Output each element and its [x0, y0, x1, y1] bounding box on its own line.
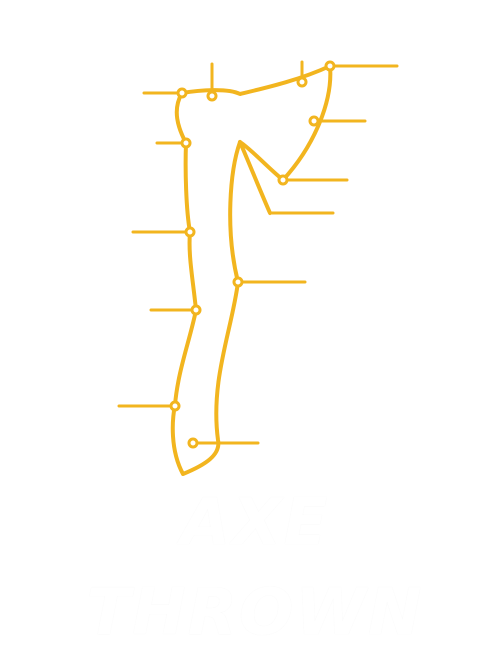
callout-dot-5: [308, 115, 320, 127]
callout-dot-4: [176, 87, 188, 99]
callout-dot-10: [232, 276, 244, 288]
axe-blueprint-illustration: [117, 60, 399, 476]
callout-dot-7: [277, 174, 289, 186]
callout-dot-13: [187, 437, 199, 449]
axe-bevel-line: [238, 140, 272, 215]
axe-outline: [170, 64, 333, 476]
callout-dot-3: [324, 60, 336, 72]
callout-dot-9: [184, 226, 196, 238]
callout-dot-1: [206, 90, 218, 102]
callout-dot-12: [169, 400, 181, 412]
callout-dot-6: [180, 137, 192, 149]
illustration-canvas: AXE THROWN: [86, 60, 424, 650]
callout-dot-11: [190, 304, 202, 316]
callout-dot-2: [296, 76, 308, 88]
caption-text: AXE THROWN: [86, 486, 424, 650]
